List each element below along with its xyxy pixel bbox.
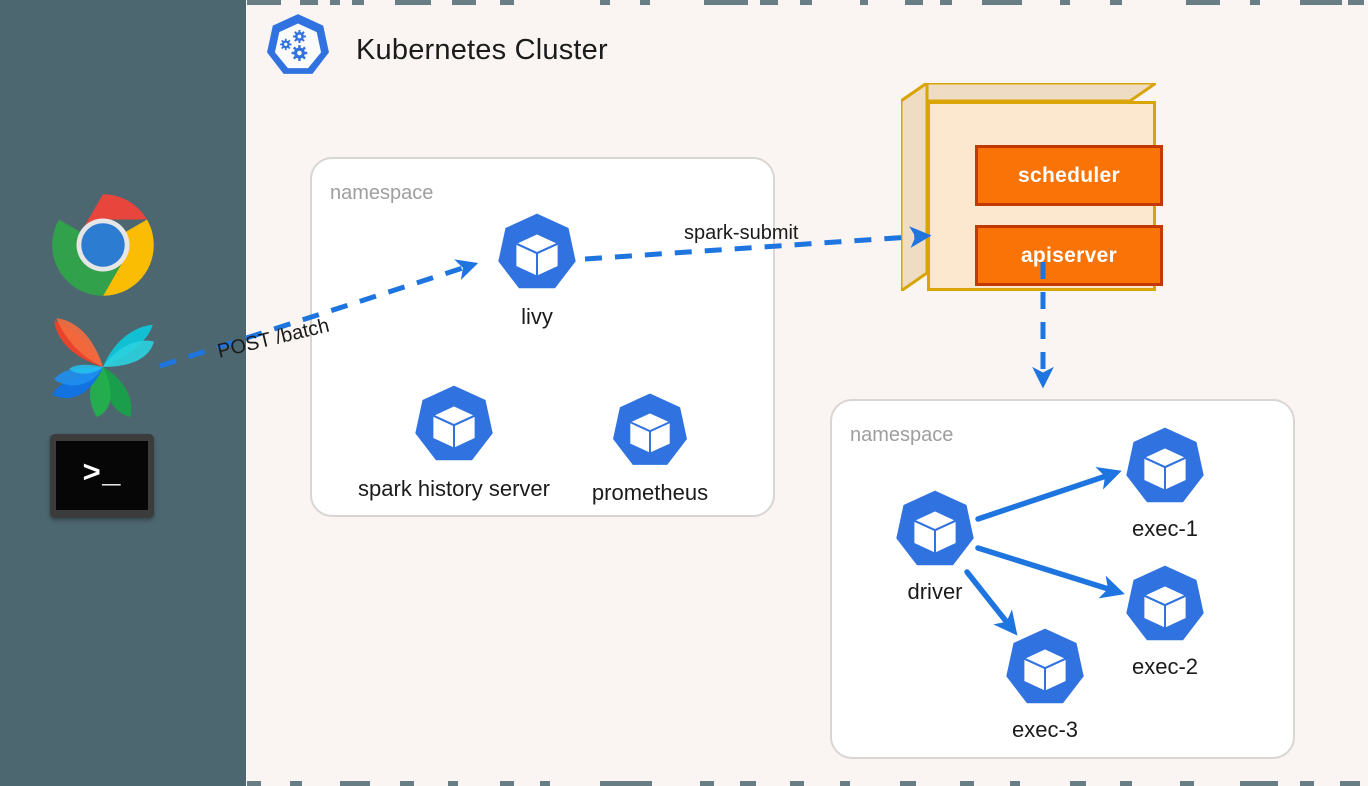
edge-label-spark-submit: spark-submit xyxy=(684,222,799,244)
kubernetes-cluster-icon xyxy=(262,12,334,89)
control-plane-service-apiserver[interactable]: apiserver xyxy=(975,225,1163,286)
pod-icon xyxy=(1006,628,1084,704)
pod-spark-history-server[interactable]: spark history server xyxy=(358,382,550,501)
airflow-icon[interactable] xyxy=(50,314,156,420)
pod-icon xyxy=(1126,565,1204,641)
pod-exec-2[interactable]: exec-2 xyxy=(1120,562,1210,679)
pod-label-driver: driver xyxy=(907,579,963,604)
control-plane-front-face: scheduler apiserver xyxy=(927,101,1163,291)
pod-label-spark-history-server: spark history server xyxy=(358,476,550,501)
pod-icon xyxy=(896,490,974,566)
left-dock-sidebar: >_ xyxy=(0,0,246,786)
control-plane-box: scheduler apiserver xyxy=(901,83,1163,291)
pod-icon xyxy=(498,213,576,289)
namespace-label-spark: namespace xyxy=(850,424,954,446)
page-title: Kubernetes Cluster xyxy=(356,34,608,66)
pod-driver[interactable]: driver xyxy=(890,487,980,604)
pod-label-livy: livy xyxy=(521,304,553,329)
pod-label-exec-1: exec-1 xyxy=(1131,516,1199,541)
pod-prometheus[interactable]: prometheus xyxy=(592,390,708,505)
terminal-prompt: >_ xyxy=(82,457,122,492)
cluster-header: Kubernetes Cluster xyxy=(262,12,608,89)
pod-label-exec-3: exec-3 xyxy=(1011,717,1079,742)
pod-icon xyxy=(1126,427,1204,503)
pod-exec-3[interactable]: exec-3 xyxy=(1000,625,1090,742)
chrome-icon-glyph xyxy=(52,194,154,296)
namespace-label-services: namespace xyxy=(330,182,434,204)
pod-exec-1[interactable]: exec-1 xyxy=(1120,424,1210,541)
pod-livy[interactable]: livy xyxy=(492,210,582,329)
kubernetes-cluster-icon-glyph xyxy=(267,14,329,74)
airflow-icon-glyph xyxy=(52,318,154,417)
terminal-screen: >_ xyxy=(56,441,148,510)
pod-label-exec-2: exec-2 xyxy=(1131,654,1199,679)
control-plane-service-scheduler[interactable]: scheduler xyxy=(975,145,1163,206)
terminal-icon[interactable]: >_ xyxy=(50,434,154,518)
pod-label-prometheus: prometheus xyxy=(591,480,709,505)
chrome-icon[interactable] xyxy=(50,192,156,298)
pod-icon xyxy=(613,393,687,465)
pod-icon xyxy=(415,385,493,461)
